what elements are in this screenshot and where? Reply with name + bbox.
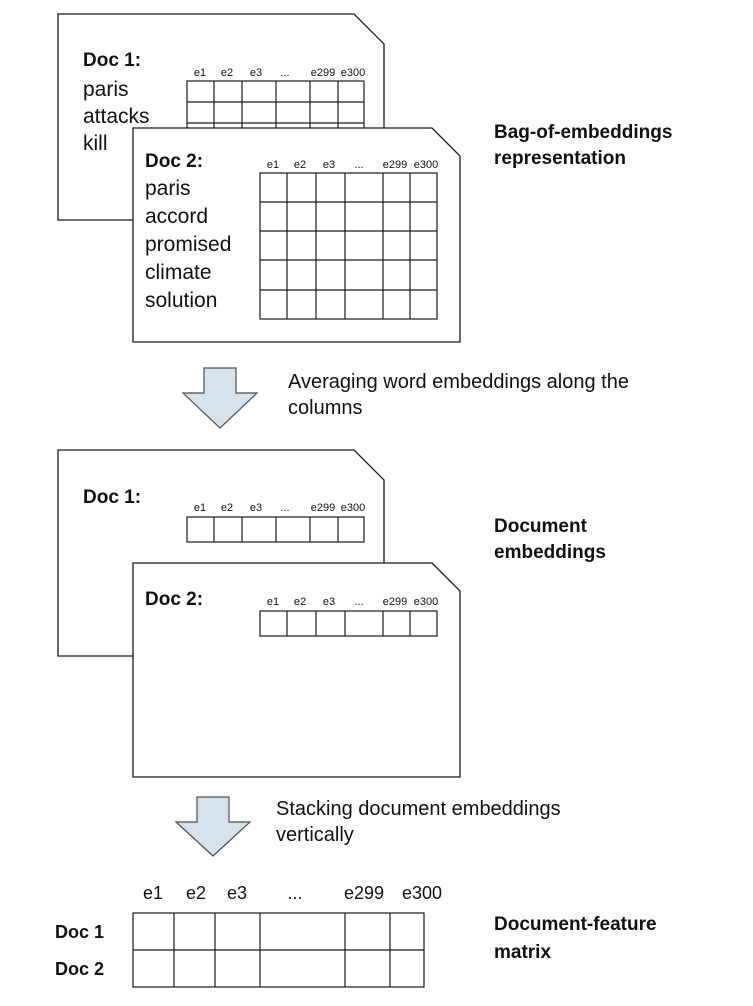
doc2-word: solution xyxy=(145,289,217,312)
doc2-column-labels: e1 e2 e3 ... e299 e300 xyxy=(267,596,438,608)
step1-text: Averaging word embeddings along the xyxy=(288,371,629,393)
column-label: e3 xyxy=(323,596,335,608)
doc1-column-labels: e1 e2 e3 ... e299 e300 xyxy=(194,67,365,79)
doc2-title: Doc 2: xyxy=(145,151,203,172)
matrix-row-label: Doc 2 xyxy=(55,959,104,979)
column-label: ... xyxy=(354,159,363,171)
doc2-card xyxy=(132,127,461,343)
step-averaging: Averaging word embeddings along the colu… xyxy=(181,367,629,429)
doc1-word: attacks xyxy=(83,105,150,128)
doc2-title: Doc 2: xyxy=(145,589,203,610)
matrix-column-labels: e1 e2 e3 ... e299 e300 xyxy=(143,883,442,903)
down-arrow-icon xyxy=(181,367,259,429)
column-label: e2 xyxy=(294,596,306,608)
step-stacking: Stacking document embeddings vertically xyxy=(174,796,561,857)
doc1-word: paris xyxy=(83,78,129,101)
column-label: e3 xyxy=(250,502,262,514)
doc2-word: promised xyxy=(145,233,231,256)
column-label: e300 xyxy=(341,502,365,514)
doc1-word: kill xyxy=(83,132,108,155)
section2-caption: embeddings xyxy=(494,542,606,563)
column-label: e300 xyxy=(341,67,365,79)
doc2-embedding-vector xyxy=(259,610,438,637)
section-document-embeddings: Doc 1: e1 e2 e3 ... e299 e300 Doc 2: e1 … xyxy=(57,449,606,778)
doc2-column-labels: e1 e2 e3 ... e299 e300 xyxy=(267,159,438,171)
column-label: e2 xyxy=(221,502,233,514)
column-label: e300 xyxy=(414,596,438,608)
column-label: e1 xyxy=(267,596,279,608)
column-label: e3 xyxy=(227,883,247,903)
doc1-title: Doc 1: xyxy=(83,487,141,508)
column-label: e1 xyxy=(143,883,163,903)
column-label: e1 xyxy=(194,67,206,79)
down-arrow-icon xyxy=(174,796,252,857)
column-label: e2 xyxy=(294,159,306,171)
column-label: e2 xyxy=(186,883,206,903)
doc2-word: paris xyxy=(145,177,191,200)
column-label: e299 xyxy=(311,67,335,79)
document-feature-grid xyxy=(132,912,425,988)
column-label: e1 xyxy=(267,159,279,171)
column-label: e300 xyxy=(402,883,442,903)
section-document-feature-matrix: e1 e2 e3 ... e299 e300 Doc 1 Doc 2 Docum… xyxy=(55,883,657,988)
column-label: e2 xyxy=(221,67,233,79)
matrix-row-label: Doc 1 xyxy=(55,922,104,942)
step2-text: vertically xyxy=(276,824,354,846)
doc1-title: Doc 1: xyxy=(83,50,141,71)
doc1-column-labels: e1 e2 e3 ... e299 e300 xyxy=(194,502,365,514)
doc2-word: accord xyxy=(145,205,208,228)
column-label: e299 xyxy=(383,159,407,171)
column-label: e300 xyxy=(414,159,438,171)
doc1-embedding-vector xyxy=(186,516,365,543)
section2-caption: Document xyxy=(494,516,588,537)
doc2-word: climate xyxy=(145,261,212,284)
column-label: ... xyxy=(287,883,302,903)
column-label: e3 xyxy=(250,67,262,79)
section3-caption: Document-feature xyxy=(494,914,657,935)
column-label: e299 xyxy=(344,883,384,903)
step2-text: Stacking document embeddings xyxy=(276,798,561,820)
column-label: ... xyxy=(280,502,289,514)
column-label: e3 xyxy=(323,159,335,171)
section1-caption: representation xyxy=(494,148,626,169)
step1-text: columns xyxy=(288,397,362,419)
section-bag-of-embeddings: Doc 1: paris attacks kill e1 e2 e3 ... e… xyxy=(57,13,672,343)
column-label: e299 xyxy=(311,502,335,514)
section1-caption: Bag-of-embeddings xyxy=(494,122,672,143)
section3-caption: matrix xyxy=(494,942,551,963)
column-label: e1 xyxy=(194,502,206,514)
column-label: ... xyxy=(280,67,289,79)
column-label: e299 xyxy=(383,596,407,608)
column-label: ... xyxy=(354,596,363,608)
doc2-card xyxy=(132,562,461,778)
doc2-embedding-grid xyxy=(259,172,438,320)
